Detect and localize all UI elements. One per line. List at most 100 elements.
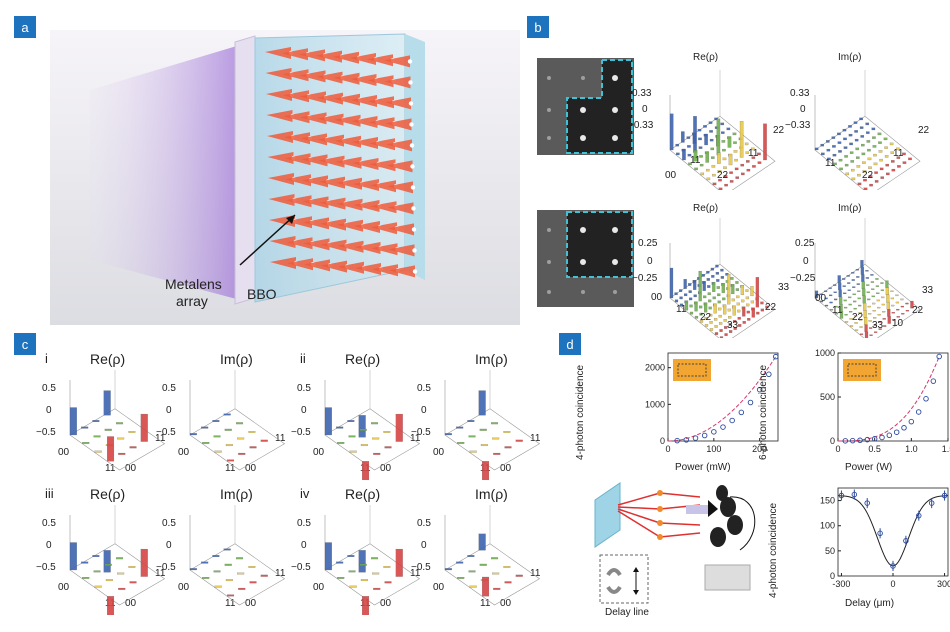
- density-bar: [372, 572, 380, 575]
- red-cone: [320, 239, 347, 252]
- density-bar: [728, 330, 733, 333]
- density-bar: [859, 326, 863, 328]
- density-bar: [832, 153, 837, 157]
- camera-image-1-svg: [547, 59, 633, 154]
- density-bar: [674, 292, 678, 296]
- density-bar: [863, 310, 867, 318]
- density-bar: [850, 160, 855, 163]
- b2-re-z-bottom: −0.25: [632, 273, 658, 284]
- c-y-tick-11: 11: [410, 433, 421, 444]
- c-y-tick-00: 00: [125, 598, 137, 609]
- red-cone: [384, 76, 411, 89]
- density-bar: [843, 299, 847, 302]
- density-bar: [693, 116, 697, 153]
- density-bar: [681, 131, 685, 143]
- density-bar: [503, 431, 511, 433]
- density-bar: [103, 550, 111, 573]
- cone-spot: [410, 164, 415, 169]
- c-y-tick-00: 00: [500, 463, 512, 474]
- density-bar: [763, 123, 767, 161]
- density-bar: [750, 286, 754, 297]
- b-im-plot-1: [814, 70, 921, 190]
- c-z-tick: 0.5: [417, 518, 431, 529]
- density-bar: [730, 277, 734, 280]
- density-bar: [724, 333, 728, 336]
- x-tick-label: 300: [937, 579, 950, 589]
- density-bar: [881, 296, 885, 299]
- density-bar: [880, 289, 885, 291]
- cone-spot: [408, 101, 414, 106]
- density-bar: [82, 441, 90, 444]
- b2-im-z-bottom: −0.25: [790, 273, 816, 284]
- density-bar: [723, 319, 727, 322]
- density-bar: [856, 276, 860, 278]
- density-bar: [873, 162, 878, 166]
- density-bar: [707, 285, 711, 288]
- density-bar: [765, 305, 769, 309]
- density-bar: [741, 299, 745, 303]
- c-z-tick: 0.5: [417, 383, 431, 394]
- density-bar: [129, 446, 137, 449]
- density-bar: [482, 576, 490, 597]
- density-bar: [729, 171, 733, 174]
- density-bar: [688, 162, 692, 166]
- density-bar: [821, 152, 825, 156]
- density-bar: [104, 563, 112, 566]
- red-cone: [350, 74, 377, 86]
- c-x-tick-00: 00: [58, 447, 70, 458]
- density-bar: [854, 322, 858, 324]
- red-cone: [335, 156, 362, 169]
- density-bar: [848, 303, 852, 306]
- x-tick-label: -300: [832, 579, 850, 589]
- density-bar: [829, 308, 834, 311]
- density-bar: [861, 274, 865, 282]
- red-cone: [335, 135, 361, 148]
- density-bar: [734, 167, 739, 171]
- c-y-tick-11: 11: [275, 433, 286, 444]
- density-bar: [214, 585, 222, 588]
- density-bar: [885, 280, 889, 288]
- density-bar: [238, 587, 246, 590]
- density-bar: [744, 142, 749, 146]
- density-bar: [828, 294, 833, 297]
- density-bar: [887, 316, 891, 324]
- density-bar: [117, 572, 125, 575]
- density-bar: [722, 148, 726, 152]
- density-bar: [678, 289, 683, 292]
- density-bar: [118, 452, 126, 455]
- density-bar: [706, 270, 710, 274]
- density-bar: [746, 310, 750, 314]
- b2-im-y-22: 22: [912, 305, 924, 316]
- red-cone: [301, 154, 328, 167]
- red-cone: [370, 201, 397, 214]
- density-bar: [720, 122, 725, 126]
- density-bar: [467, 420, 475, 422]
- density-bar: [202, 441, 210, 444]
- c-roman-label: ii: [300, 351, 306, 366]
- red-cone: [353, 179, 379, 191]
- label-metalens: Metalens: [165, 276, 222, 292]
- red-cone: [338, 261, 364, 274]
- b2-re-z-zero: 0: [647, 256, 653, 267]
- c-x-tick-11: 11: [105, 463, 116, 474]
- density-bar: [742, 321, 746, 324]
- density-bar: [735, 281, 739, 284]
- x-tick-label: 0: [835, 444, 840, 454]
- density-bar: [260, 439, 268, 442]
- density-bar: [94, 450, 102, 453]
- density-bar: [889, 142, 894, 146]
- density-bar: [503, 566, 511, 568]
- density-bar: [746, 303, 750, 307]
- density-bar: [715, 264, 719, 268]
- red-cone: [265, 47, 291, 59]
- b1-re-z-bottom: −0.33: [628, 120, 654, 131]
- c-x-tick-00: 00: [313, 582, 325, 593]
- b1-re-z-top: 0.33: [632, 88, 652, 99]
- red-cone: [286, 216, 312, 229]
- red-cone: [316, 71, 343, 84]
- density-bar: [360, 579, 368, 582]
- density-bar: [828, 287, 832, 289]
- density-bar: [371, 557, 379, 560]
- density-bar: [683, 279, 687, 289]
